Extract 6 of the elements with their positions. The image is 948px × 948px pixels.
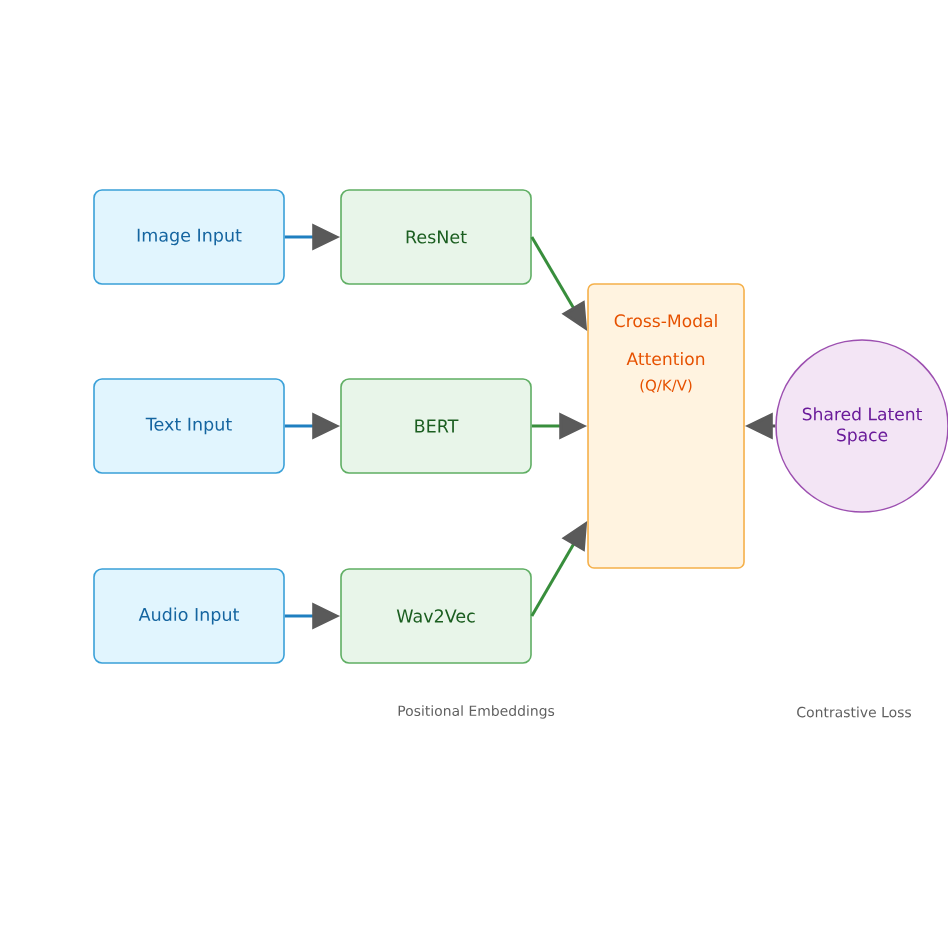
- input-box: Audio Input: [93, 568, 285, 664]
- input-box: Text Input: [93, 378, 285, 474]
- model-box: ResNet: [340, 189, 532, 285]
- model-box: BERT: [340, 378, 532, 474]
- input-box: Image Input: [93, 189, 285, 285]
- model-box: Wav2Vec: [340, 568, 532, 664]
